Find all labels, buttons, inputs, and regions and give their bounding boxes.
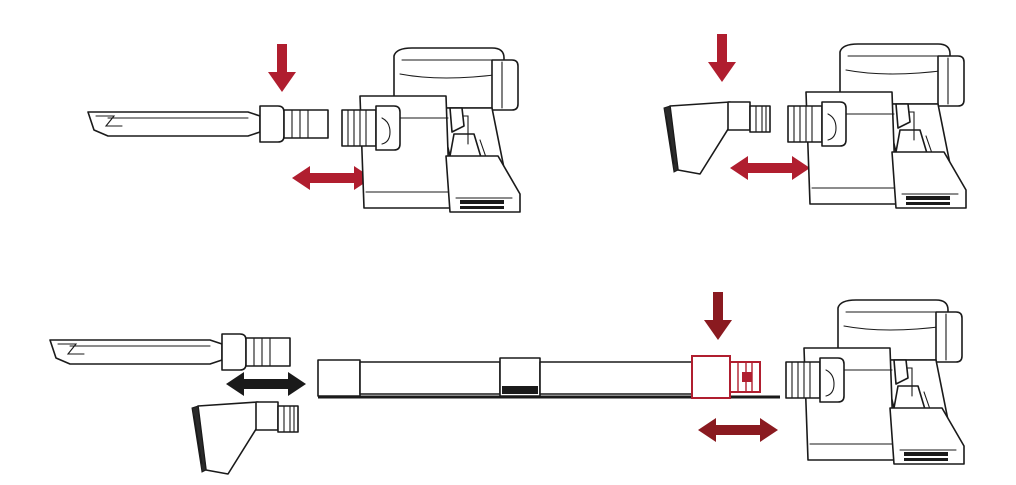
down-arrow-icon bbox=[268, 44, 296, 92]
brush-attachment bbox=[191, 401, 299, 475]
double-arrow-icon bbox=[226, 372, 306, 396]
double-arrow-icon bbox=[730, 156, 810, 180]
main-unit bbox=[785, 299, 965, 465]
panel-wand-to-main-unit bbox=[87, 44, 521, 213]
main-unit bbox=[341, 47, 521, 213]
panel-accessories-to-extension-tube bbox=[49, 292, 965, 475]
double-arrow-icon bbox=[292, 166, 372, 190]
wand-attachment bbox=[87, 105, 329, 143]
wand-attachment bbox=[49, 333, 291, 371]
down-arrow-icon bbox=[704, 292, 732, 340]
main-unit bbox=[787, 43, 967, 209]
down-arrow-icon bbox=[708, 34, 736, 82]
panel-brush-to-main-unit bbox=[663, 34, 967, 209]
extension-tube bbox=[317, 355, 780, 399]
double-arrow-icon bbox=[698, 418, 778, 442]
